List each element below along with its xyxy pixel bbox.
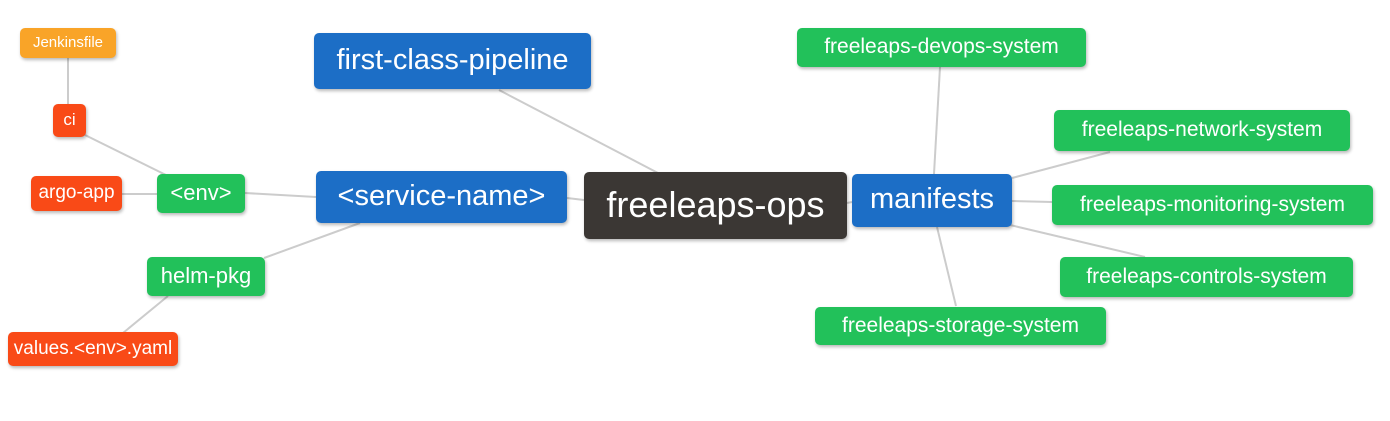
edge-first-class-pipeline-freeleaps-ops [498,89,659,174]
edge-service-name-freeleaps-ops [566,197,585,201]
edge-manifests-freeleaps-storage-system [936,226,957,307]
edge-service-name-helm-pkg [263,222,361,259]
node-freeleaps-storage-system[interactable]: freeleaps-storage-system [815,307,1106,345]
node-first-class-pipeline[interactable]: first-class-pipeline [314,33,591,89]
node-ci[interactable]: ci [53,104,86,137]
edge-ci-env [84,134,169,177]
edge-helm-pkg-values-env-yaml [122,295,169,334]
node-argo-app[interactable]: argo-app [31,176,122,211]
node-freeleaps-network-system[interactable]: freeleaps-network-system [1054,110,1350,151]
edge-env-service-name [244,192,317,198]
edge-manifests-freeleaps-devops-system [933,66,941,175]
node-freeleaps-monitoring-system[interactable]: freeleaps-monitoring-system [1052,185,1373,225]
node-jenkinsfile[interactable]: Jenkinsfile [20,28,116,58]
node-values-env-yaml[interactable]: values.<env>.yaml [8,332,178,366]
edge-manifests-freeleaps-monitoring-system [1011,200,1053,203]
node-manifests[interactable]: manifests [852,174,1012,227]
node-service-name[interactable]: <service-name> [316,171,567,223]
edge-manifests-freeleaps-controls-system [1009,224,1146,258]
node-env[interactable]: <env> [157,174,245,213]
node-freeleaps-controls-system[interactable]: freeleaps-controls-system [1060,257,1353,297]
node-helm-pkg[interactable]: helm-pkg [147,257,265,296]
edge-freeleaps-ops-manifests [846,201,853,204]
node-freeleaps-ops[interactable]: freeleaps-ops [584,172,847,239]
node-freeleaps-devops-system[interactable]: freeleaps-devops-system [797,28,1086,67]
edge-manifests-freeleaps-network-system [1011,151,1111,179]
